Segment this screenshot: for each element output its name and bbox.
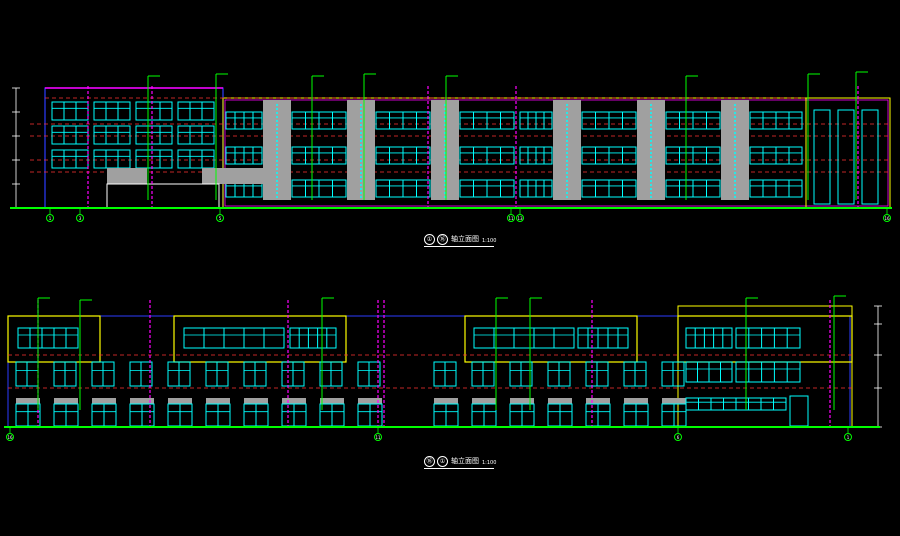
end-block-window [837, 109, 855, 205]
entrance-doors [106, 183, 220, 209]
ground-bay-panel [168, 398, 192, 404]
grid-bubble [844, 433, 852, 441]
ground-bay-panel [16, 398, 40, 404]
grid-bubble [6, 433, 14, 441]
elevation-title: 轴立面图 [451, 457, 479, 465]
grid-bubble [516, 214, 524, 222]
caption-underline [424, 246, 494, 247]
window-frame [51, 101, 89, 121]
ground-bay-panel [586, 398, 610, 404]
grid-bubble-label: 3 [79, 216, 82, 221]
window-frame [735, 361, 801, 383]
grid-bubble [507, 214, 515, 222]
grid-bubble [216, 214, 224, 222]
ground-bay-panel [282, 398, 306, 404]
grid-bubble-label: 13 [517, 216, 523, 221]
window-frame [735, 327, 801, 349]
canopy-panel [202, 168, 266, 184]
window-frame [51, 149, 89, 169]
grid-bubble-label: 6 [677, 435, 680, 440]
window-frame [135, 101, 173, 121]
window-frame [51, 125, 89, 145]
end-block-window [813, 109, 831, 205]
grid-bubble [674, 433, 682, 441]
window-frame [577, 327, 629, 349]
caption-underline [424, 468, 494, 469]
axis-marker-end: ⑯ [437, 234, 448, 245]
grid-bubble [883, 214, 891, 222]
elevation-caption-bottom: ⑯ ① 轴立面图 1:100 [424, 456, 504, 470]
elevation-caption-top: ① ⑯ 轴立面图 1:100 [424, 234, 504, 248]
grid-bubble-label: 16 [7, 435, 13, 440]
grid-bubble-label: 11 [375, 435, 381, 440]
grid-bubble-label: 1 [847, 435, 850, 440]
ground-bay-panel [472, 398, 496, 404]
grid-bubble [374, 433, 382, 441]
axis-marker-end: ① [437, 456, 448, 467]
window-frame [17, 327, 79, 349]
window-frame [135, 125, 173, 145]
right-block-outline [677, 305, 853, 428]
grid-bubble [46, 214, 54, 222]
window-frame [93, 125, 131, 145]
elevation-scale: 1:100 [482, 238, 497, 244]
ground-bay-panel [54, 398, 78, 404]
grid-bubble-label: 5 [219, 216, 222, 221]
window-frame [177, 101, 215, 121]
window-frame [289, 327, 337, 349]
entrance-block-outline [44, 87, 224, 209]
ground-bay-panel [624, 398, 648, 404]
window-frame [135, 149, 173, 169]
window-frame [177, 125, 215, 145]
ground-bay-panel [548, 398, 572, 404]
window-frame [177, 149, 215, 169]
grid-bubble-label: 1 [49, 216, 52, 221]
grid-bubble [76, 214, 84, 222]
window-frame [473, 327, 575, 349]
ground-bay-panel [510, 398, 534, 404]
window-frame [183, 327, 285, 349]
axis-marker-start: ① [424, 234, 435, 245]
ground-bay-panel [320, 398, 344, 404]
grid-bubble-label: 11 [508, 216, 514, 221]
ground-bay-panel [358, 398, 382, 404]
elevation-title: 轴立面图 [451, 235, 479, 243]
grid-bubble-label: 16 [884, 216, 890, 221]
axis-marker-start: ⑯ [424, 456, 435, 467]
rear-elevation: 16 11 6 1 [4, 295, 882, 441]
end-block [805, 97, 891, 209]
end-block-window [861, 109, 879, 205]
window-frame [93, 149, 131, 169]
rear-door [789, 395, 809, 427]
window-frame [685, 327, 733, 349]
ground-bay-panel [92, 398, 116, 404]
ground-bay-panel [662, 398, 686, 404]
ground-bay-panel [206, 398, 230, 404]
elevation-scale: 1:100 [482, 460, 497, 466]
ground-bay-panel [130, 398, 154, 404]
window-frame [93, 101, 131, 121]
ground-bay-panel [244, 398, 268, 404]
ground-bay-panel [434, 398, 458, 404]
canopy-panel [107, 168, 147, 184]
